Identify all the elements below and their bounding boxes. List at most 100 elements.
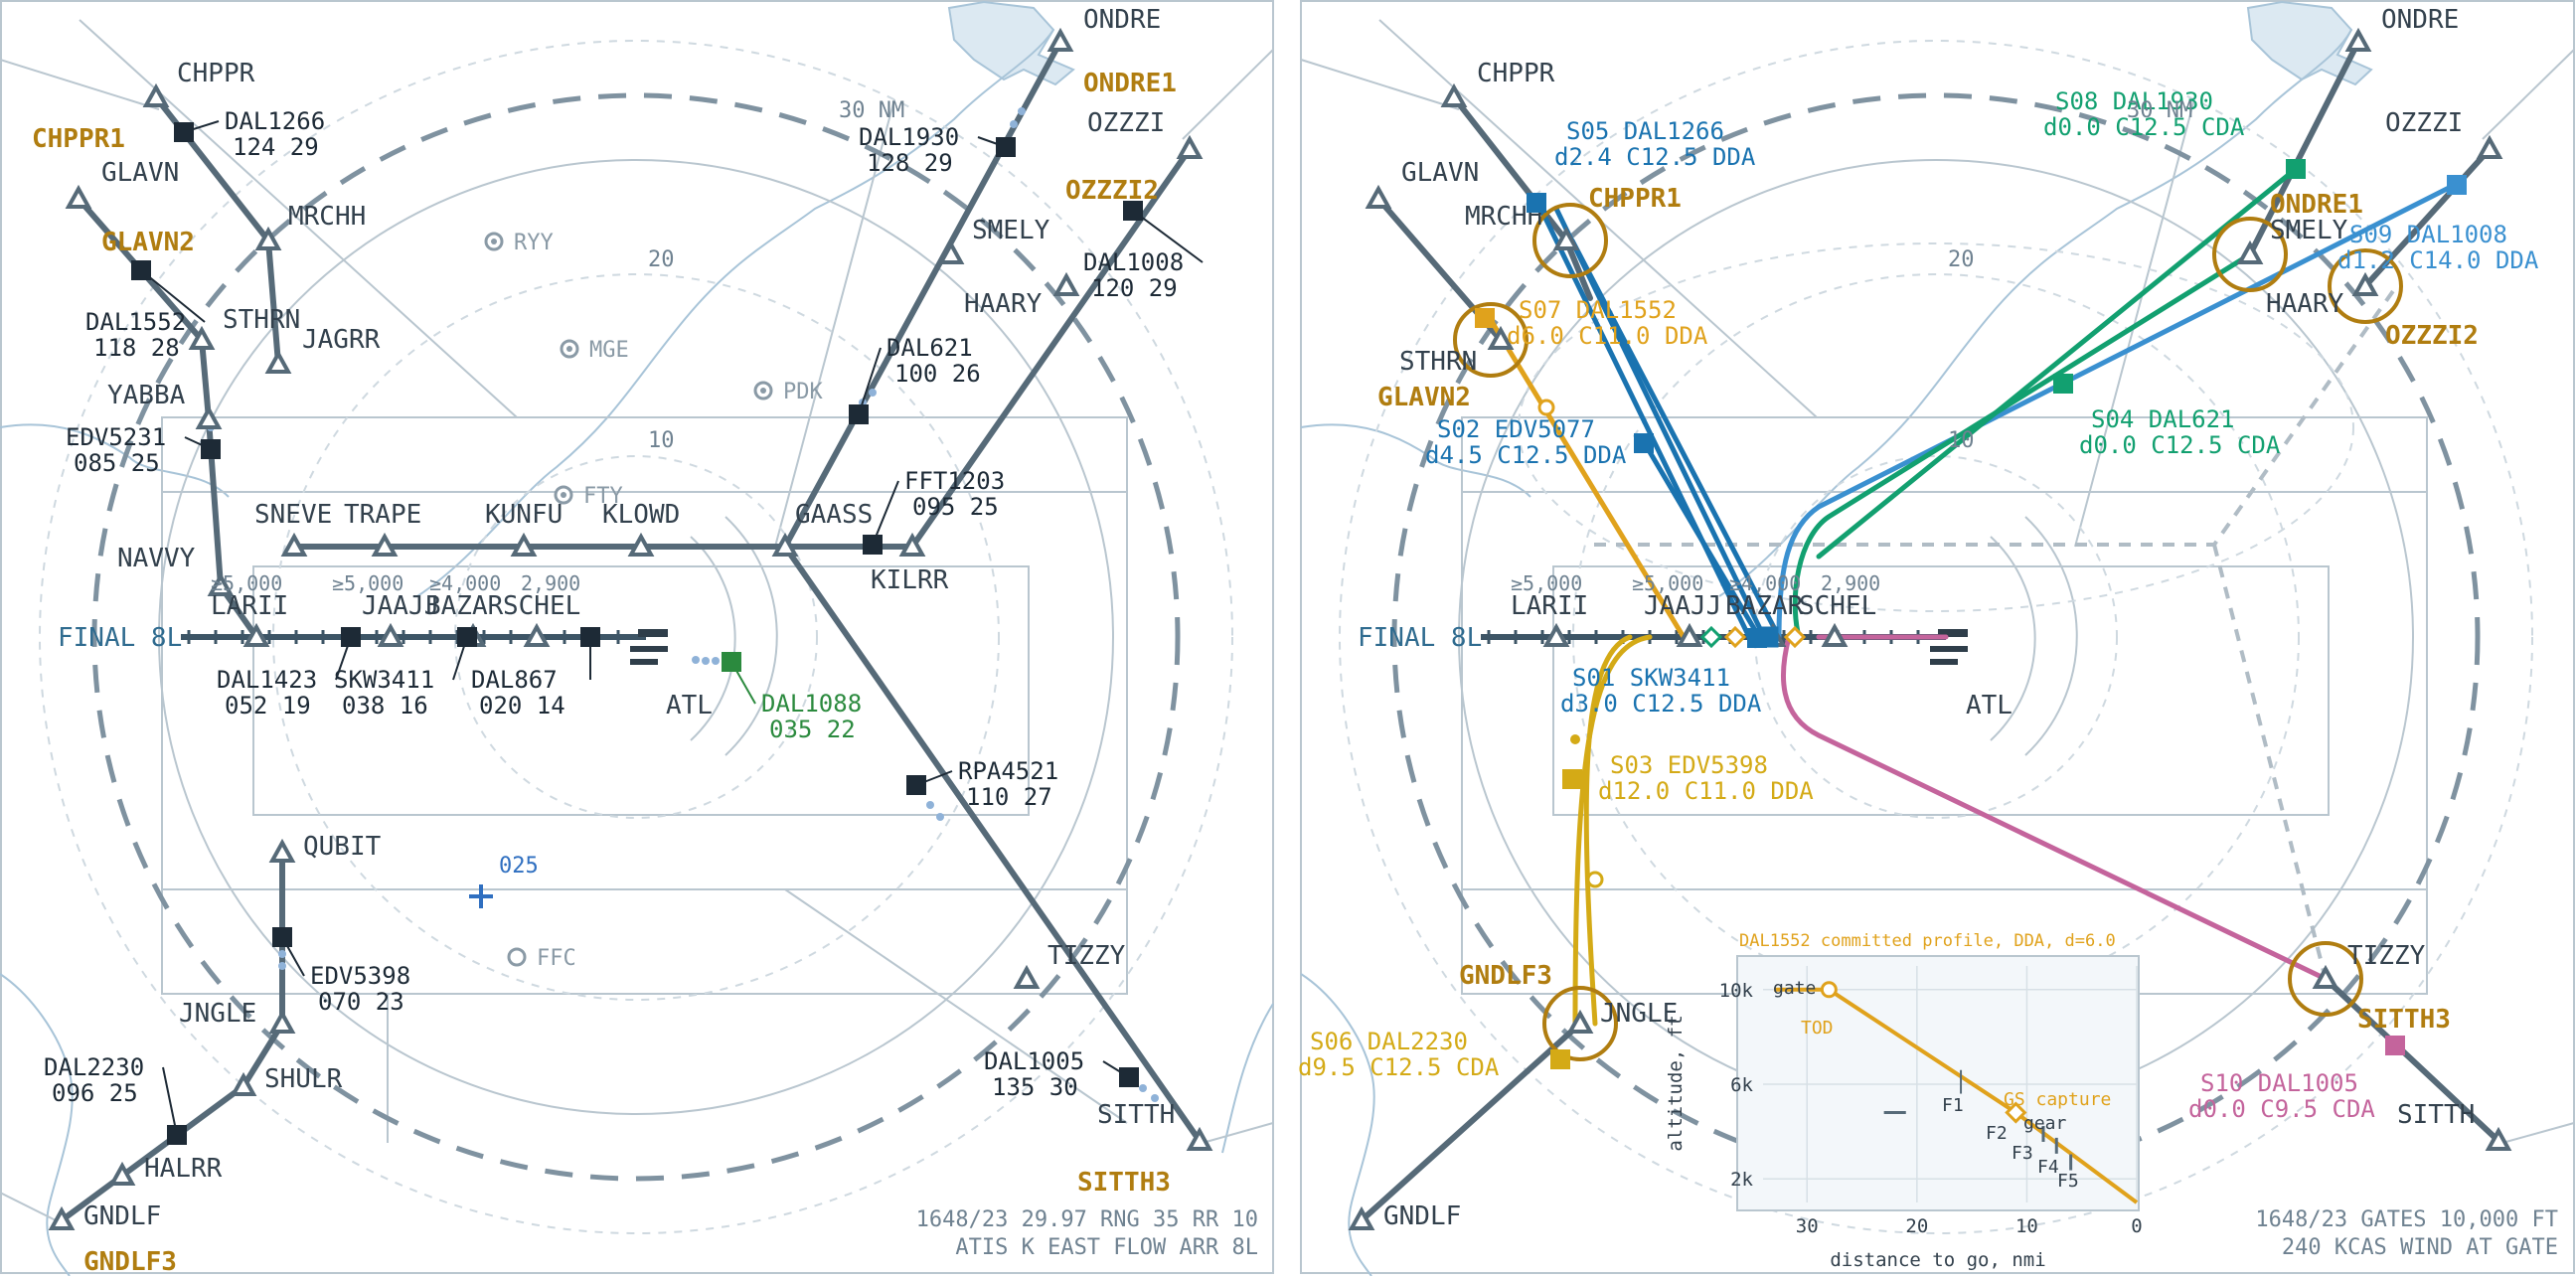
alt-label: ≥5,000 (1511, 571, 1582, 595)
callsign: DAL621 (886, 334, 973, 362)
alt-label: ≥5,000 (211, 571, 282, 595)
fix-chppr-icon (1440, 82, 1468, 107)
right-footer-line1: 1648/23 GATES 10,000 FT (2255, 1207, 2558, 1232)
inset-ylabel: altitude, ft (1665, 1015, 1687, 1151)
target-icon[interactable] (996, 137, 1016, 157)
target-icon[interactable] (580, 627, 600, 647)
speed-alt: 100 26 (894, 360, 981, 388)
slot-target-icon[interactable] (1550, 1049, 1570, 1069)
fix-schel-icon (523, 622, 551, 647)
target-icon[interactable] (906, 775, 926, 795)
callsign: SKW3411 (334, 666, 434, 694)
slot-line1: S03 EDV5398 (1610, 751, 1768, 779)
fix-labels: CHPPRGLAVNMRCHHSTHRNJAGRRYABBANAVVYSNEVE… (83, 5, 1175, 1231)
fix-label: SITTH (2397, 1100, 2475, 1130)
target-icon[interactable] (863, 535, 883, 555)
speed-alt: 085 25 (74, 449, 160, 477)
slot-target-icon[interactable] (1634, 433, 1654, 453)
speed-alt: 120 29 (1091, 274, 1178, 302)
fix-jaajj-icon (377, 622, 404, 647)
rng-label: 20 (648, 247, 675, 272)
fix-label: SMELY (972, 216, 1050, 245)
target-icon[interactable] (131, 260, 151, 280)
callsign: EDV5398 (310, 962, 410, 990)
target-icon[interactable] (1123, 201, 1143, 221)
slot-line2: d9.5 C12.5 CDA (1298, 1053, 1500, 1081)
fix-ondre-icon (1046, 27, 1074, 52)
final-8l-label: FINAL 8L (58, 623, 182, 653)
slot-line2: d3.0 C12.5 DDA (1560, 690, 1762, 718)
target-icon[interactable] (457, 627, 477, 647)
slot-target-icon[interactable] (2447, 175, 2467, 195)
fix-tizzy-icon (1013, 964, 1041, 989)
navaid-label: FTY (583, 484, 623, 509)
target-icon[interactable] (272, 927, 292, 947)
slot-line1: S02 EDV5077 (1437, 415, 1595, 443)
slot-target-icon[interactable] (1562, 769, 1582, 789)
target-icon[interactable] (849, 404, 869, 424)
fix-jngle-icon (268, 1009, 296, 1034)
fix-label: YABBA (107, 381, 186, 410)
alt-label: 2,900 (521, 571, 580, 595)
inset-xlabel: distance to go, nmi (1830, 1249, 2045, 1271)
gate-label: GNDLF3 (1459, 961, 1552, 991)
rng-label: 30 NM (839, 98, 904, 123)
fix-ondre-icon (2344, 27, 2372, 52)
slot-line1: S10 DAL1005 (2200, 1069, 2358, 1097)
target-icon[interactable] (174, 122, 194, 142)
profile-inset-chart: DAL1552 committed profile, DDA, d=6.0 30… (1665, 931, 2143, 1271)
slot-target-icon[interactable] (2286, 159, 2306, 179)
slot-target-icon[interactable] (2385, 1036, 2405, 1055)
gate-label: OZZZI2 (2385, 321, 2479, 351)
slot-line1: S09 DAL1008 (2349, 221, 2507, 248)
target-icon[interactable] (341, 627, 361, 647)
fix-label: TRAPE (344, 500, 421, 530)
fix-haary-icon (1052, 271, 1080, 296)
slot-target-icon[interactable] (2053, 374, 2073, 394)
fix-label: HAARY (964, 289, 1043, 319)
target-icon[interactable] (722, 652, 741, 672)
right-footer-line2: 240 KCAS WIND AT GATE (2282, 1235, 2558, 1260)
slot-target-icon[interactable] (1475, 308, 1495, 328)
callsign: DAL1423 (217, 666, 317, 694)
target-icon[interactable] (167, 1125, 187, 1145)
fix-haary-icon (2351, 271, 2379, 296)
target-icon[interactable] (201, 439, 221, 459)
slot-line1: S06 DAL2230 (1310, 1028, 1468, 1055)
target-icon[interactable] (1119, 1067, 1139, 1087)
slot-target-icon[interactable] (1527, 193, 1546, 213)
inset-gate-label: gate (1773, 978, 1816, 999)
fix-label: STHRN (1399, 347, 1477, 377)
